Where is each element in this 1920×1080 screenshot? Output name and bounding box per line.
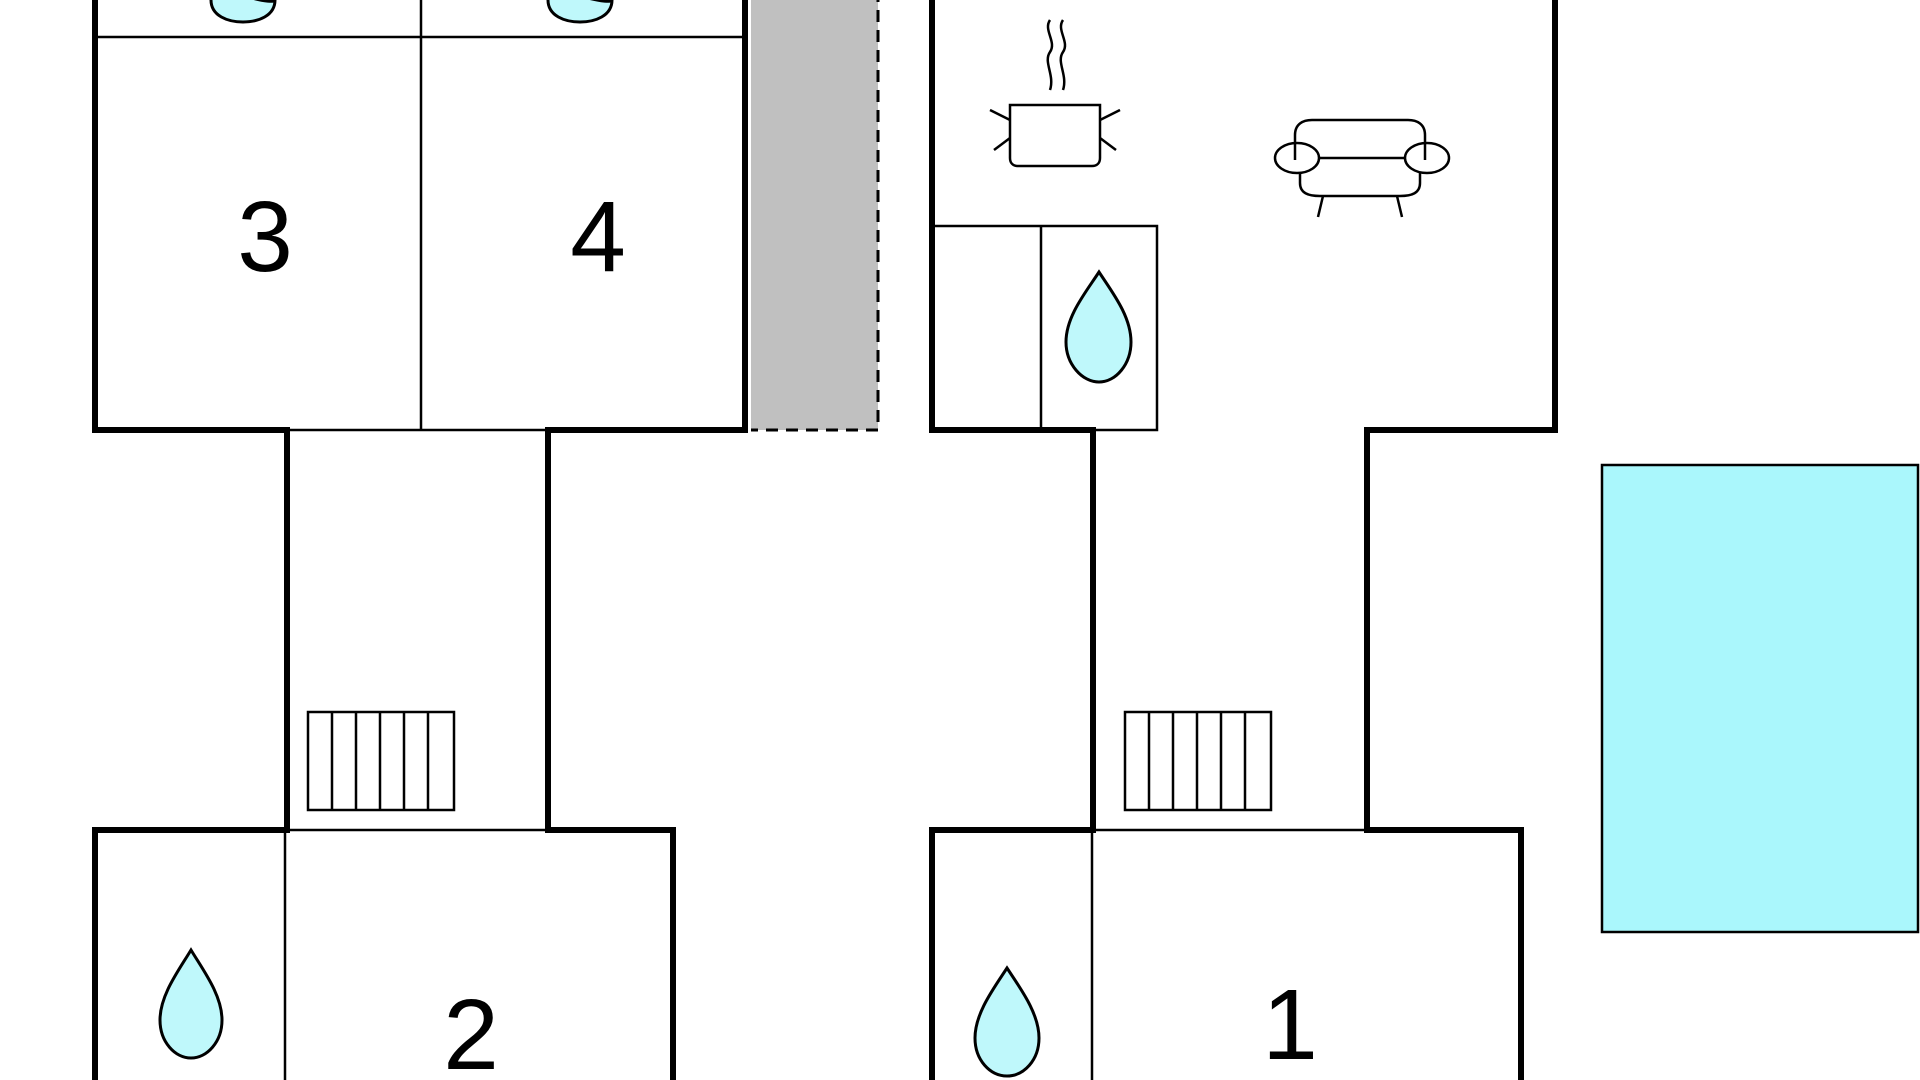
water-drop-icon bbox=[546, 0, 614, 24]
cooking-pot-icon bbox=[989, 19, 1121, 168]
room-1-label: 1 bbox=[1262, 969, 1318, 1080]
water-drop-icon bbox=[1064, 269, 1133, 384]
left-terrace-dashed-edge bbox=[751, 0, 880, 432]
radiator-icon bbox=[306, 710, 456, 812]
water-drop-icon bbox=[158, 947, 224, 1060]
left-upper-block-wall bbox=[92, 0, 748, 1080]
left-unit: 3 4 2 bbox=[92, 0, 880, 1080]
room-2-label: 2 bbox=[443, 979, 499, 1080]
right-unit: 1 bbox=[929, 0, 1558, 1080]
water-drop-icon bbox=[973, 965, 1041, 1078]
radiator-icon bbox=[1123, 710, 1273, 812]
room-4-label: 4 bbox=[570, 181, 626, 293]
sofa-icon bbox=[1273, 118, 1451, 218]
right-block-wall bbox=[929, 0, 1558, 1080]
water-drop-icon bbox=[209, 0, 277, 24]
left-terrace bbox=[751, 0, 878, 430]
pool bbox=[1600, 463, 1920, 934]
room-3-label: 3 bbox=[237, 181, 293, 293]
right-upper-bathroom-walls bbox=[930, 224, 1159, 432]
